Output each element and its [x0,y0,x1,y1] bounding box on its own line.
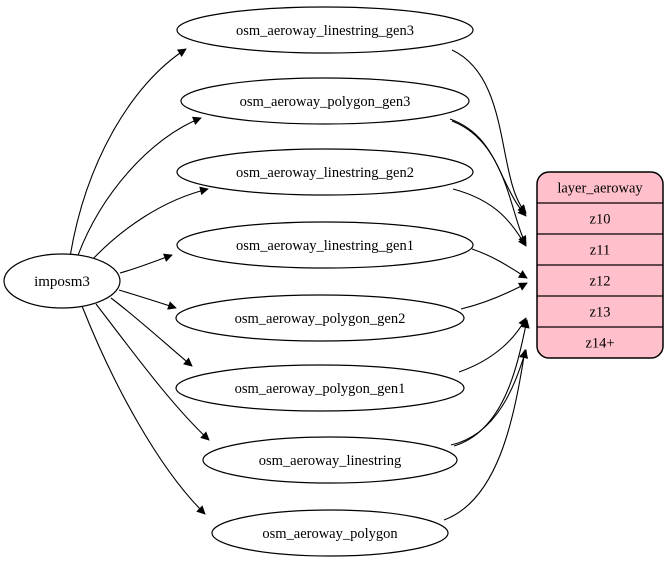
edge-imposm3-to-osm_aeroway_linestring_gen2 [89,186,209,263]
node-label-osm_aeroway_linestring: osm_aeroway_linestring [259,453,402,469]
node-osm_aeroway_linestring_gen3: osm_aeroway_linestring_gen3 [176,6,474,54]
node-shape-osm_aeroway_polygon_gen2 [175,294,465,342]
node-osm_aeroway_polygon_gen1: osm_aeroway_polygon_gen1 [175,364,465,412]
node-shape-osm_aeroway_linestring_gen3 [176,6,474,54]
edge-imposm3-to-osm_aeroway_polygon_gen1 [110,297,193,367]
node-shape-osm_aeroway_polygon [211,509,449,557]
edge-osm_aeroway_linestring_gen2-to-z11 [452,188,527,247]
node-label-imposm3: imposm3 [34,274,90,290]
record-title: layer_aeroway [557,181,643,197]
node-shape-osm_aeroway_linestring [202,436,458,484]
edge-osm_aeroway_linestring-to-z14+ [450,349,528,446]
edge-osm_aeroway_linestring_gen3-to-z10 [451,49,527,214]
edge-osm_aeroway_polygon-to-z14+ [443,349,529,521]
node-osm_aeroway_polygon_gen2: osm_aeroway_polygon_gen2 [175,294,465,342]
node-imposm3: imposm3 [3,253,121,309]
record-row-z12: z12 [590,274,611,290]
node-label-osm_aeroway_linestring_gen3: osm_aeroway_linestring_gen3 [236,23,414,39]
node-shape-osm_aeroway_linestring_gen1 [176,221,474,269]
edge-imposm3-to-osm_aeroway_polygon_gen2 [118,289,177,310]
node-label-osm_aeroway_polygon_gen1: osm_aeroway_polygon_gen1 [235,381,406,397]
record-row-z11: z11 [590,243,610,259]
node-label-osm_aeroway_linestring_gen2: osm_aeroway_linestring_gen2 [236,165,414,181]
edges-layer [69,48,530,521]
record-row-z14+: z14+ [585,336,614,352]
edge-imposm3-to-osm_aeroway_polygon_gen3 [76,116,202,259]
node-osm_aeroway_polygon_gen3: osm_aeroway_polygon_gen3 [180,77,470,125]
node-layer_aeroway: layer_aeroway z10 z11 z12 z13 z14+ [536,171,664,359]
node-label-osm_aeroway_polygon: osm_aeroway_polygon [262,526,398,542]
record-row-z13: z13 [590,305,611,321]
record-row-z10: z10 [590,212,611,228]
node-shape-osm_aeroway_polygon_gen3 [180,77,470,125]
edge-osm_aeroway_polygon_gen1-to-z13 [458,317,527,373]
node-label-osm_aeroway_polygon_gen2: osm_aeroway_polygon_gen2 [235,311,406,327]
node-osm_aeroway_linestring_gen1: osm_aeroway_linestring_gen1 [176,221,474,269]
edge-imposm3-to-osm_aeroway_linestring_gen1 [119,253,173,274]
node-osm_aeroway_linestring: osm_aeroway_linestring [202,436,458,484]
edge-imposm3-to-osm_aeroway_polygon [81,305,206,515]
edge-osm_aeroway_linestring_gen1-to-z12 [471,248,528,279]
node-label-osm_aeroway_linestring_gen1: osm_aeroway_linestring_gen1 [236,238,414,254]
node-osm_aeroway_polygon: osm_aeroway_polygon [211,509,449,557]
edge-imposm3-to-osm_aeroway_linestring_gen3 [69,48,187,258]
node-shape-osm_aeroway_linestring_gen2 [176,148,474,196]
node-shape-osm_aeroway_polygon_gen1 [175,364,465,412]
edge-osm_aeroway_polygon_gen2-to-z12 [460,282,528,310]
edge-osm_aeroway_linestring-to-z13 [453,319,530,447]
node-shape-imposm3 [3,253,121,309]
edge-osm_aeroway_polygon_gen3-to-z11 [451,120,527,245]
node-label-osm_aeroway_polygon_gen3: osm_aeroway_polygon_gen3 [240,94,411,110]
edge-imposm3-to-osm_aeroway_linestring [95,303,210,441]
node-osm_aeroway_linestring_gen2: osm_aeroway_linestring_gen2 [176,148,474,196]
